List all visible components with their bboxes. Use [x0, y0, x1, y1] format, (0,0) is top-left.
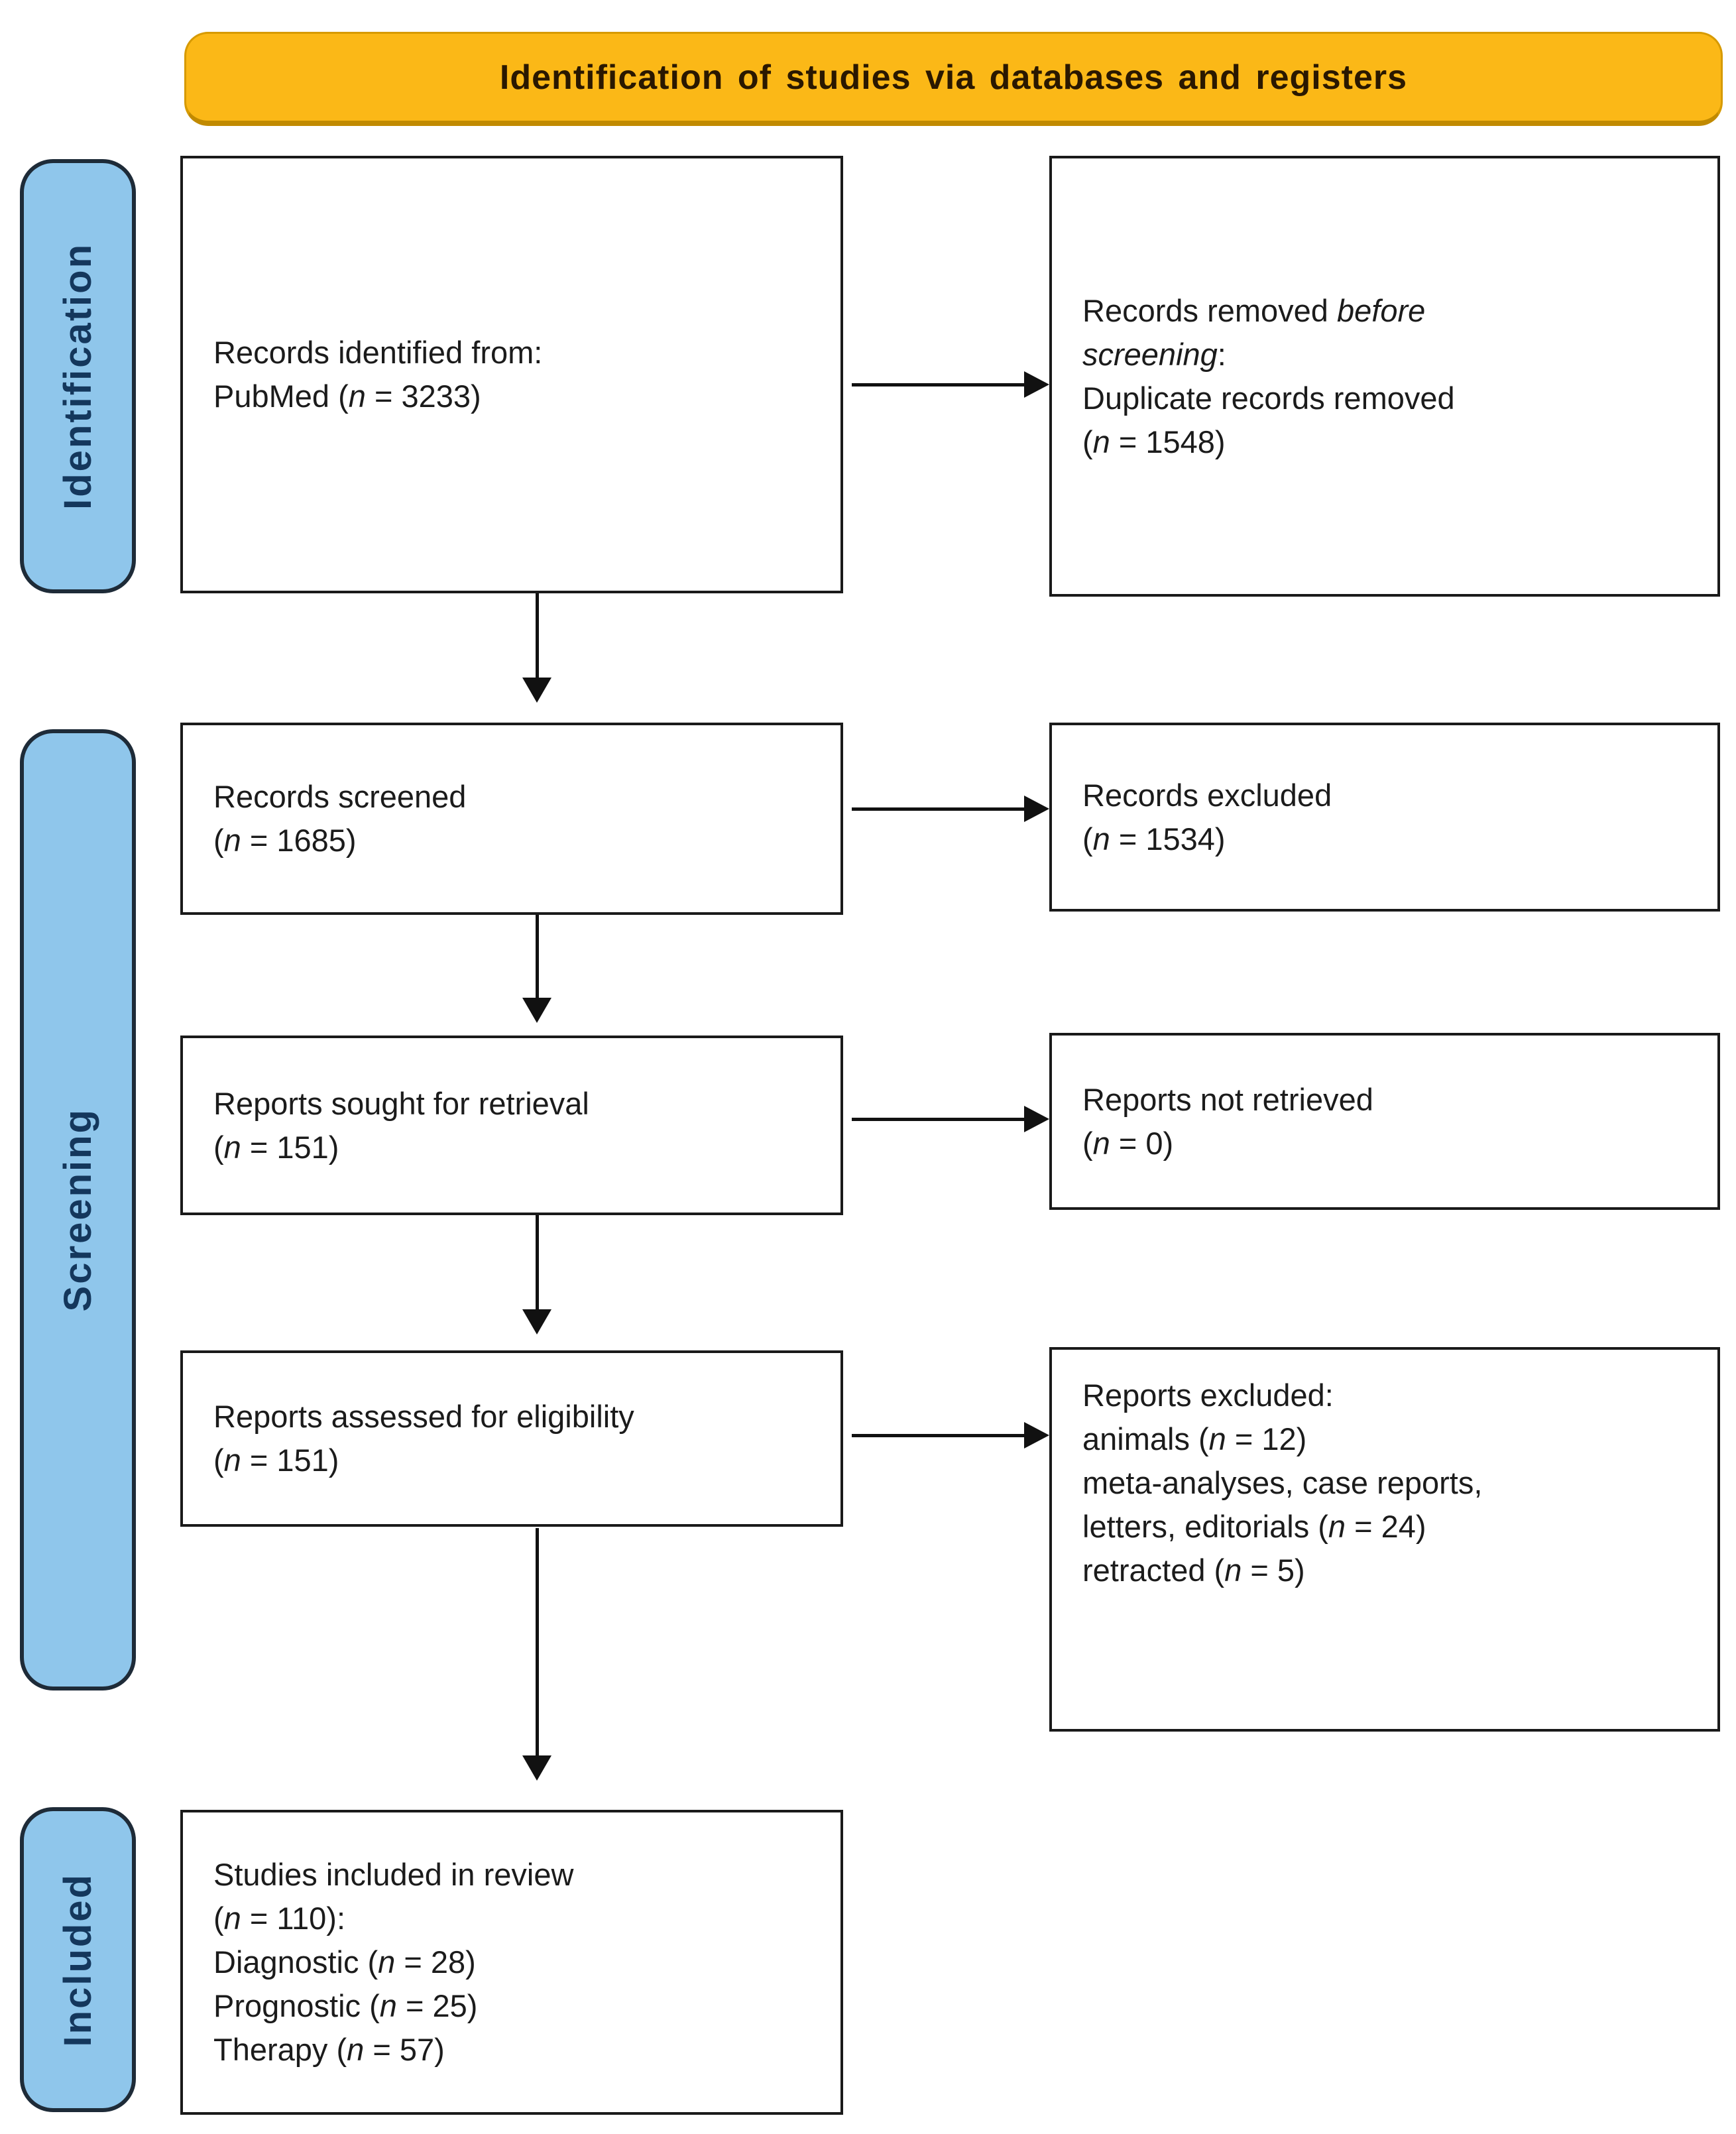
box-text-line: Reports assessed for eligibility	[213, 1399, 634, 1434]
box-text-line: (n = 0)	[1082, 1125, 1174, 1161]
box-text-line: (n = 151)	[213, 1129, 339, 1165]
box-text-line: Prognostic (n = 25)	[213, 1988, 478, 2023]
down-arrow-3-shaft	[536, 1215, 539, 1309]
box-text-line: Studies included in review	[213, 1857, 574, 1892]
box-text-line: (n = 1548)	[1082, 424, 1226, 459]
box-text-line: Therapy (n = 57)	[213, 2032, 445, 2067]
box-text-line: Records identified from:	[213, 335, 543, 370]
right-arrow-2-head	[1024, 796, 1049, 822]
stage-label-included: Included	[20, 1807, 136, 2112]
box-studies-included: Studies included in review (n = 110): Diag…	[180, 1810, 843, 2115]
down-arrow-3-head	[522, 1309, 551, 1334]
stage-label-identification-text: Identification	[56, 243, 99, 510]
box-text-line: Reports excluded:	[1082, 1378, 1334, 1413]
right-arrow-3-head	[1024, 1106, 1049, 1132]
down-arrow-2-head	[522, 998, 551, 1023]
right-arrow-4-head	[1024, 1422, 1049, 1449]
box-text-line: meta-analyses, case reports,	[1082, 1465, 1483, 1500]
box-text-line: Records screened	[213, 779, 467, 814]
right-arrow-1-shaft	[852, 383, 1024, 386]
stage-label-screening-text: Screening	[56, 1108, 99, 1312]
stage-label-included-text: Included	[56, 1872, 99, 2047]
box-text-line: Records excluded	[1082, 777, 1332, 813]
stage-label-screening: Screening	[20, 729, 136, 1690]
box-text-line: Reports not retrieved	[1082, 1081, 1373, 1117]
box-text-line: (n = 110):	[213, 1901, 345, 1936]
right-arrow-4-shaft	[852, 1434, 1024, 1437]
box-records-removed-before-screening: Records removed before screening: Duplicat…	[1049, 156, 1720, 597]
right-arrow-1-head	[1024, 371, 1049, 398]
box-text-line: PubMed (n = 3233)	[213, 379, 481, 414]
box-text-line: (n = 151)	[213, 1443, 339, 1478]
down-arrow-4-shaft	[536, 1528, 539, 1755]
box-reports-sought: Reports sought for retrieval (n = 151)	[180, 1036, 843, 1215]
box-text-line: Reports sought for retrieval	[213, 1085, 589, 1121]
box-text-line: Diagnostic (n = 28)	[213, 1944, 476, 1980]
box-records-identified: Records identified from: PubMed (n = 3233…	[180, 156, 843, 593]
header-banner: Identification of studies via databases …	[184, 32, 1723, 126]
box-text-line: Duplicate records removed	[1082, 380, 1455, 416]
stage-label-identification: Identification	[20, 159, 136, 593]
box-text-line: retracted (n = 5)	[1082, 1553, 1305, 1588]
down-arrow-4-head	[522, 1755, 551, 1781]
down-arrow-1-shaft	[536, 593, 539, 678]
box-reports-assessed: Reports assessed for eligibility (n = 151…	[180, 1350, 843, 1527]
down-arrow-2-shaft	[536, 915, 539, 998]
right-arrow-3-shaft	[852, 1118, 1024, 1121]
box-text-line: animals (n = 12)	[1082, 1421, 1307, 1456]
box-records-excluded: Records excluded (n = 1534)	[1049, 723, 1720, 912]
box-reports-excluded: Reports excluded: animals (n = 12) meta-an…	[1049, 1347, 1720, 1732]
box-text-line: letters, editorials (n = 24)	[1082, 1509, 1426, 1544]
down-arrow-1-head	[522, 678, 551, 703]
box-text-line: (n = 1534)	[1082, 821, 1226, 857]
box-text-line: Records removed before	[1082, 292, 1426, 328]
box-text-line: screening:	[1082, 336, 1226, 372]
box-records-screened: Records screened (n = 1685)	[180, 723, 843, 915]
box-text-line: (n = 1685)	[213, 823, 357, 858]
right-arrow-2-shaft	[852, 807, 1024, 811]
box-reports-not-retrieved: Reports not retrieved (n = 0)	[1049, 1033, 1720, 1210]
